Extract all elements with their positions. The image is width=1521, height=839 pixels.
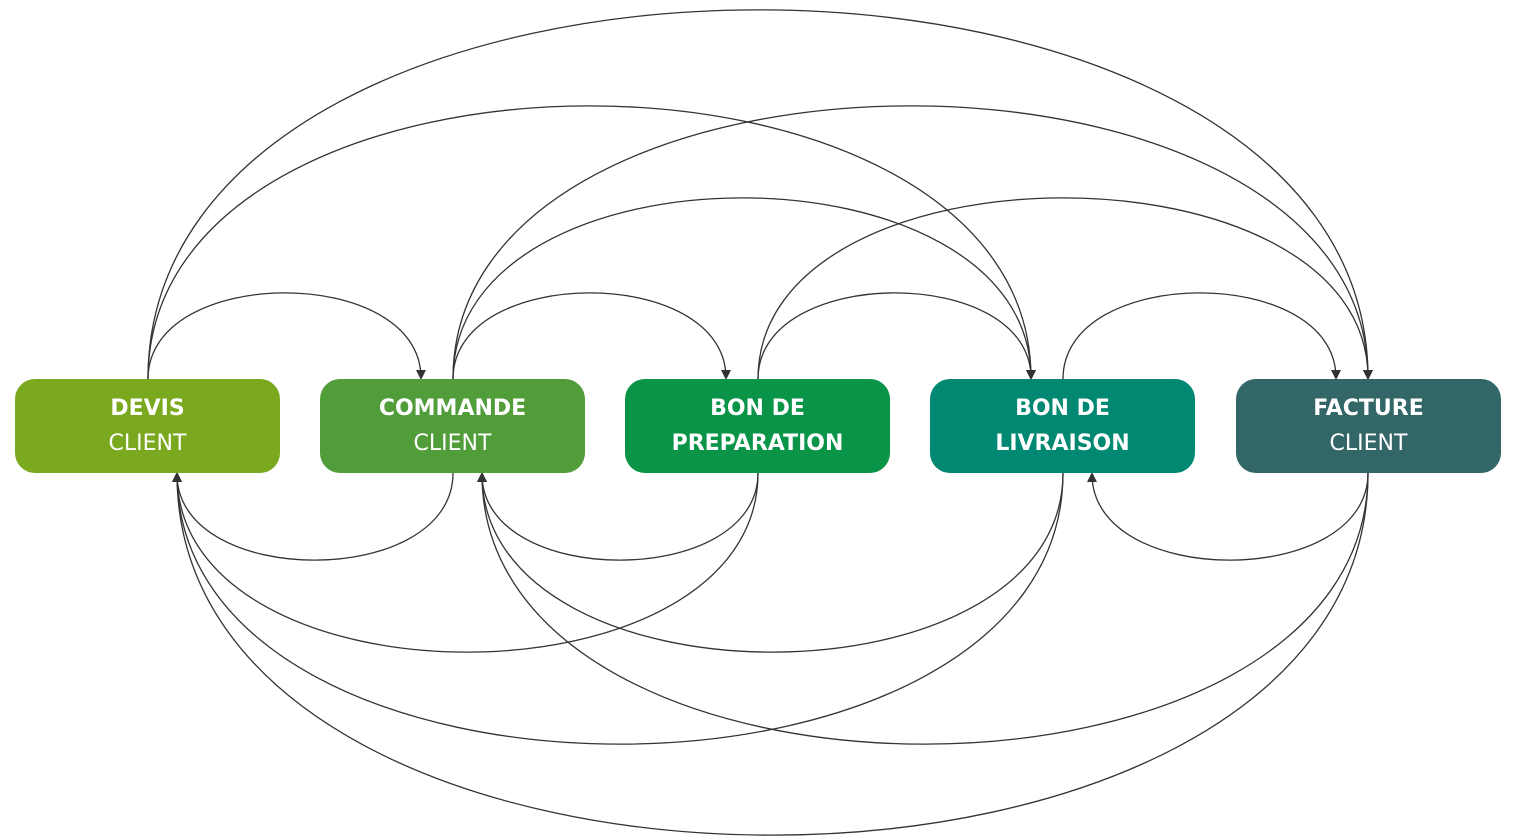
node-subtitle: CLIENT (413, 431, 492, 456)
node-bon-de-livraison[interactable]: BON DE LIVRAISON (930, 379, 1195, 473)
node-title: COMMANDE (378, 396, 527, 421)
arrow-facture-to-livraison (1087, 472, 1369, 561)
arrow-commande-to-livraison (452, 197, 1036, 380)
arrow-devis-to-facture (147, 9, 1373, 380)
arrow-preparation-to-devis (172, 472, 759, 653)
node-subtitle: LIVRAISON (995, 431, 1130, 456)
node-subtitle: CLIENT (108, 431, 187, 456)
node-title: BON DE (710, 396, 805, 421)
arrow-livraison-to-devis (172, 472, 1064, 745)
node-commande-client[interactable]: COMMANDE CLIENT (320, 379, 585, 473)
node-devis-client[interactable]: DEVIS CLIENT (15, 379, 280, 473)
node-bon-de-preparation[interactable]: BON DE PREPARATION (625, 379, 890, 473)
node-subtitle: PREPARATION (671, 431, 844, 456)
arrow-livraison-to-facture (1062, 292, 1341, 380)
arrow-commande-to-preparation (452, 292, 731, 380)
node-facture-client[interactable]: FACTURE CLIENT (1236, 379, 1501, 473)
arrow-preparation-to-commande (477, 472, 759, 561)
arrow-commande-to-facture (452, 105, 1373, 380)
arrow-facture-to-devis (172, 472, 1369, 836)
node-title: FACTURE (1313, 396, 1424, 421)
arrow-preparation-to-livraison (757, 292, 1036, 380)
arrow-facture-to-commande (477, 472, 1369, 745)
arrow-preparation-to-facture (757, 197, 1373, 380)
arrow-livraison-to-commande (477, 472, 1064, 653)
node-title: DEVIS (110, 396, 185, 421)
arrow-devis-to-commande (147, 292, 426, 380)
arrow-commande-to-devis (172, 472, 454, 561)
node-subtitle: CLIENT (1329, 431, 1408, 456)
node-title: BON DE (1015, 396, 1110, 421)
arrow-devis-to-livraison (147, 105, 1036, 380)
